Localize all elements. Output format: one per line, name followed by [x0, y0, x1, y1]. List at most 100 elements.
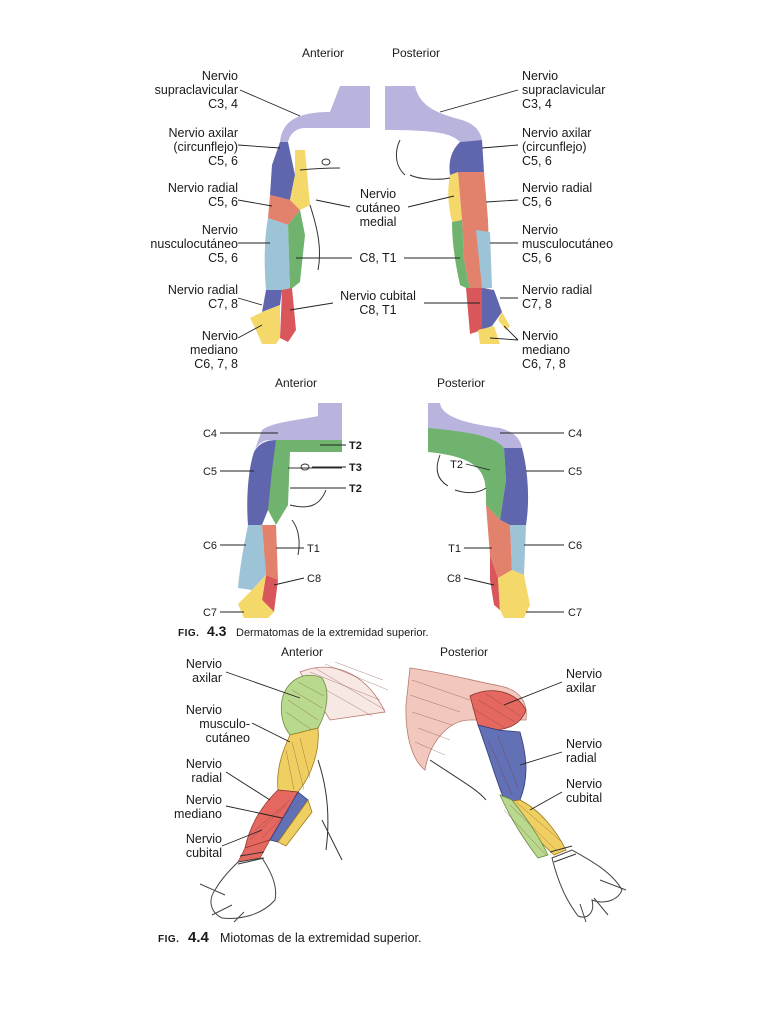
derm-posterior-c6 — [510, 525, 526, 575]
top-leader-lines — [237, 89, 519, 341]
dermatome-figure: Anterior Posterior — [178, 376, 582, 639]
peripheral-nerve-figure: Anterior Posterior — [150, 46, 613, 371]
myo-posterior-triceps-fibers — [487, 735, 519, 796]
myo-posterior-hand — [551, 849, 627, 923]
top-right-labels: Nervio supraclavicular C3, 4 Nervio axil… — [522, 69, 613, 371]
myo-left-label-line: Nervio — [186, 832, 222, 846]
anterior-supraclavicular-region — [280, 86, 370, 142]
top-center-label-line: C8, T1 — [359, 251, 396, 265]
top-center-label-line: C8, T1 — [359, 303, 396, 317]
top-left-label-line: supraclavicular — [155, 83, 238, 97]
myo-anterior-deltoid — [280, 674, 328, 736]
anterior-median-hand-region — [250, 305, 280, 344]
myo-posterior-forearm-fibers — [503, 801, 563, 856]
top-left-labels: Nervio supraclavicular C3, 4 Nervio axil… — [150, 69, 238, 371]
top-right-label-line: C7, 8 — [522, 297, 552, 311]
myo-anterior-hand — [199, 857, 277, 923]
top-header-anterior: Anterior — [302, 46, 344, 60]
derm-anterior-t1 — [262, 525, 278, 580]
myo-anterior-arm — [199, 661, 389, 923]
posterior-supraclavicular-region — [385, 86, 482, 142]
derm-left-label: C5 — [203, 466, 217, 478]
top-center-label-line: Nervio — [360, 187, 396, 201]
top-left-label-line: C6, 7, 8 — [194, 357, 238, 371]
anterior-medial-forearm-region — [288, 210, 305, 290]
top-right-label-line: C5, 6 — [522, 251, 552, 265]
myo-posterior-green-muscles — [499, 794, 549, 859]
derm-mid-left-label: T2 — [349, 483, 362, 495]
derm-leader-lines — [220, 432, 564, 613]
anterior-medial-cutaneous-region — [290, 150, 310, 210]
fig-4-4-caption-text: Miotomas de la extremidad superior. — [220, 931, 421, 945]
anterior-nipple — [321, 158, 331, 166]
myo-right-labels: Nervio axilar Nervio radial Nervio cubit… — [566, 667, 602, 805]
myo-posterior-body-line — [429, 759, 487, 801]
derm-right-label: C6 — [568, 540, 582, 552]
myo-left-label-line: mediano — [174, 807, 222, 821]
fig-4-3-caption-prefix: FIG. — [178, 628, 199, 639]
myo-posterior-trapezius-fibers — [409, 679, 471, 756]
derm-right-label: C5 — [568, 466, 582, 478]
derm-right-label: C4 — [568, 428, 582, 440]
top-left-label-line: Nervio radial — [168, 283, 238, 297]
myo-left-label-line: musculo- — [199, 717, 250, 731]
top-right-label-line: C5, 6 — [522, 195, 552, 209]
myotome-figure: Anterior Posterior — [158, 645, 627, 946]
myo-left-label-line: radial — [191, 771, 222, 785]
top-left-label-line: Nervio radial — [168, 181, 238, 195]
posterior-musculocutaneous-region — [476, 230, 492, 288]
top-anterior-arm — [250, 86, 370, 344]
anterior-radial-lower-region — [262, 290, 282, 312]
posterior-scapula-outline — [395, 139, 451, 180]
derm-anterior-arm — [238, 403, 342, 618]
fig-4-4-caption-prefix: FIG. — [158, 934, 179, 945]
derm-anterior-c6 — [238, 525, 266, 590]
myo-right-label-line: Nervio — [566, 737, 602, 751]
top-right-label-line: (circunflejo) — [522, 140, 587, 154]
top-right-label-line: supraclavicular — [522, 83, 605, 97]
anterior-ulnar-hand-region — [280, 288, 296, 342]
myo-left-label-line: cubital — [186, 846, 222, 860]
derm-left-label: C7 — [203, 607, 217, 619]
myo-anterior-pectoral-fibers — [304, 661, 389, 717]
myo-anterior-wrist-band — [237, 851, 265, 865]
posterior-median-hand-region — [478, 312, 510, 344]
top-left-label-line: Nervio — [202, 329, 238, 343]
top-right-label-line: Nervio — [522, 223, 558, 237]
top-left-label-line: C5, 6 — [208, 251, 238, 265]
top-right-label-line: Nervio radial — [522, 283, 592, 297]
derm-posterior-c8 — [490, 555, 500, 610]
posterior-ulnar-hand-region — [466, 288, 482, 334]
fig-4-4-caption-number: 4.4 — [188, 929, 210, 946]
top-center-label-line: medial — [360, 215, 397, 229]
top-left-label-line: C3, 4 — [208, 97, 238, 111]
myo-anterior-trunk-line — [317, 759, 343, 861]
top-posterior-arm — [385, 86, 510, 344]
myo-anterior-biceps-fibers — [285, 737, 311, 791]
derm-left-label: C4 — [203, 428, 217, 440]
myo-left-label-line: Nervio — [186, 703, 222, 717]
derm-posterior-t1 — [486, 505, 512, 578]
derm-posterior-scapula-outline — [436, 454, 487, 494]
fig-4-3-caption-number: 4.3 — [207, 623, 227, 639]
top-left-label-line: (circunflejo) — [173, 140, 238, 154]
top-left-label-line: Nervio axilar — [169, 126, 238, 140]
derm-header-anterior: Anterior — [275, 376, 317, 390]
derm-anterior-t2 — [268, 440, 342, 525]
top-left-label-line: C5, 6 — [208, 154, 238, 168]
top-right-label-line: Nervio axilar — [522, 126, 591, 140]
myo-left-label-line: axilar — [192, 671, 222, 685]
top-left-label-line: Nervio — [202, 223, 238, 237]
derm-posterior-c7 — [498, 570, 530, 618]
fig-4-4-caption: FIG. 4.4 Miotomas de la extremidad super… — [158, 929, 421, 946]
derm-mid-right-label: T2 — [450, 459, 463, 471]
myo-right-label-line: Nervio — [566, 667, 602, 681]
anterior-musculocutaneous-region — [264, 218, 290, 290]
top-right-label-line: Nervio radial — [522, 181, 592, 195]
derm-mid-left-label: C8 — [307, 573, 321, 585]
derm-posterior-t2 — [428, 428, 506, 520]
myo-anterior-biceps — [277, 727, 319, 793]
myo-right-label-line: cubital — [566, 791, 602, 805]
top-right-label-line: mediano — [522, 343, 570, 357]
derm-header-posterior: Posterior — [437, 376, 485, 390]
